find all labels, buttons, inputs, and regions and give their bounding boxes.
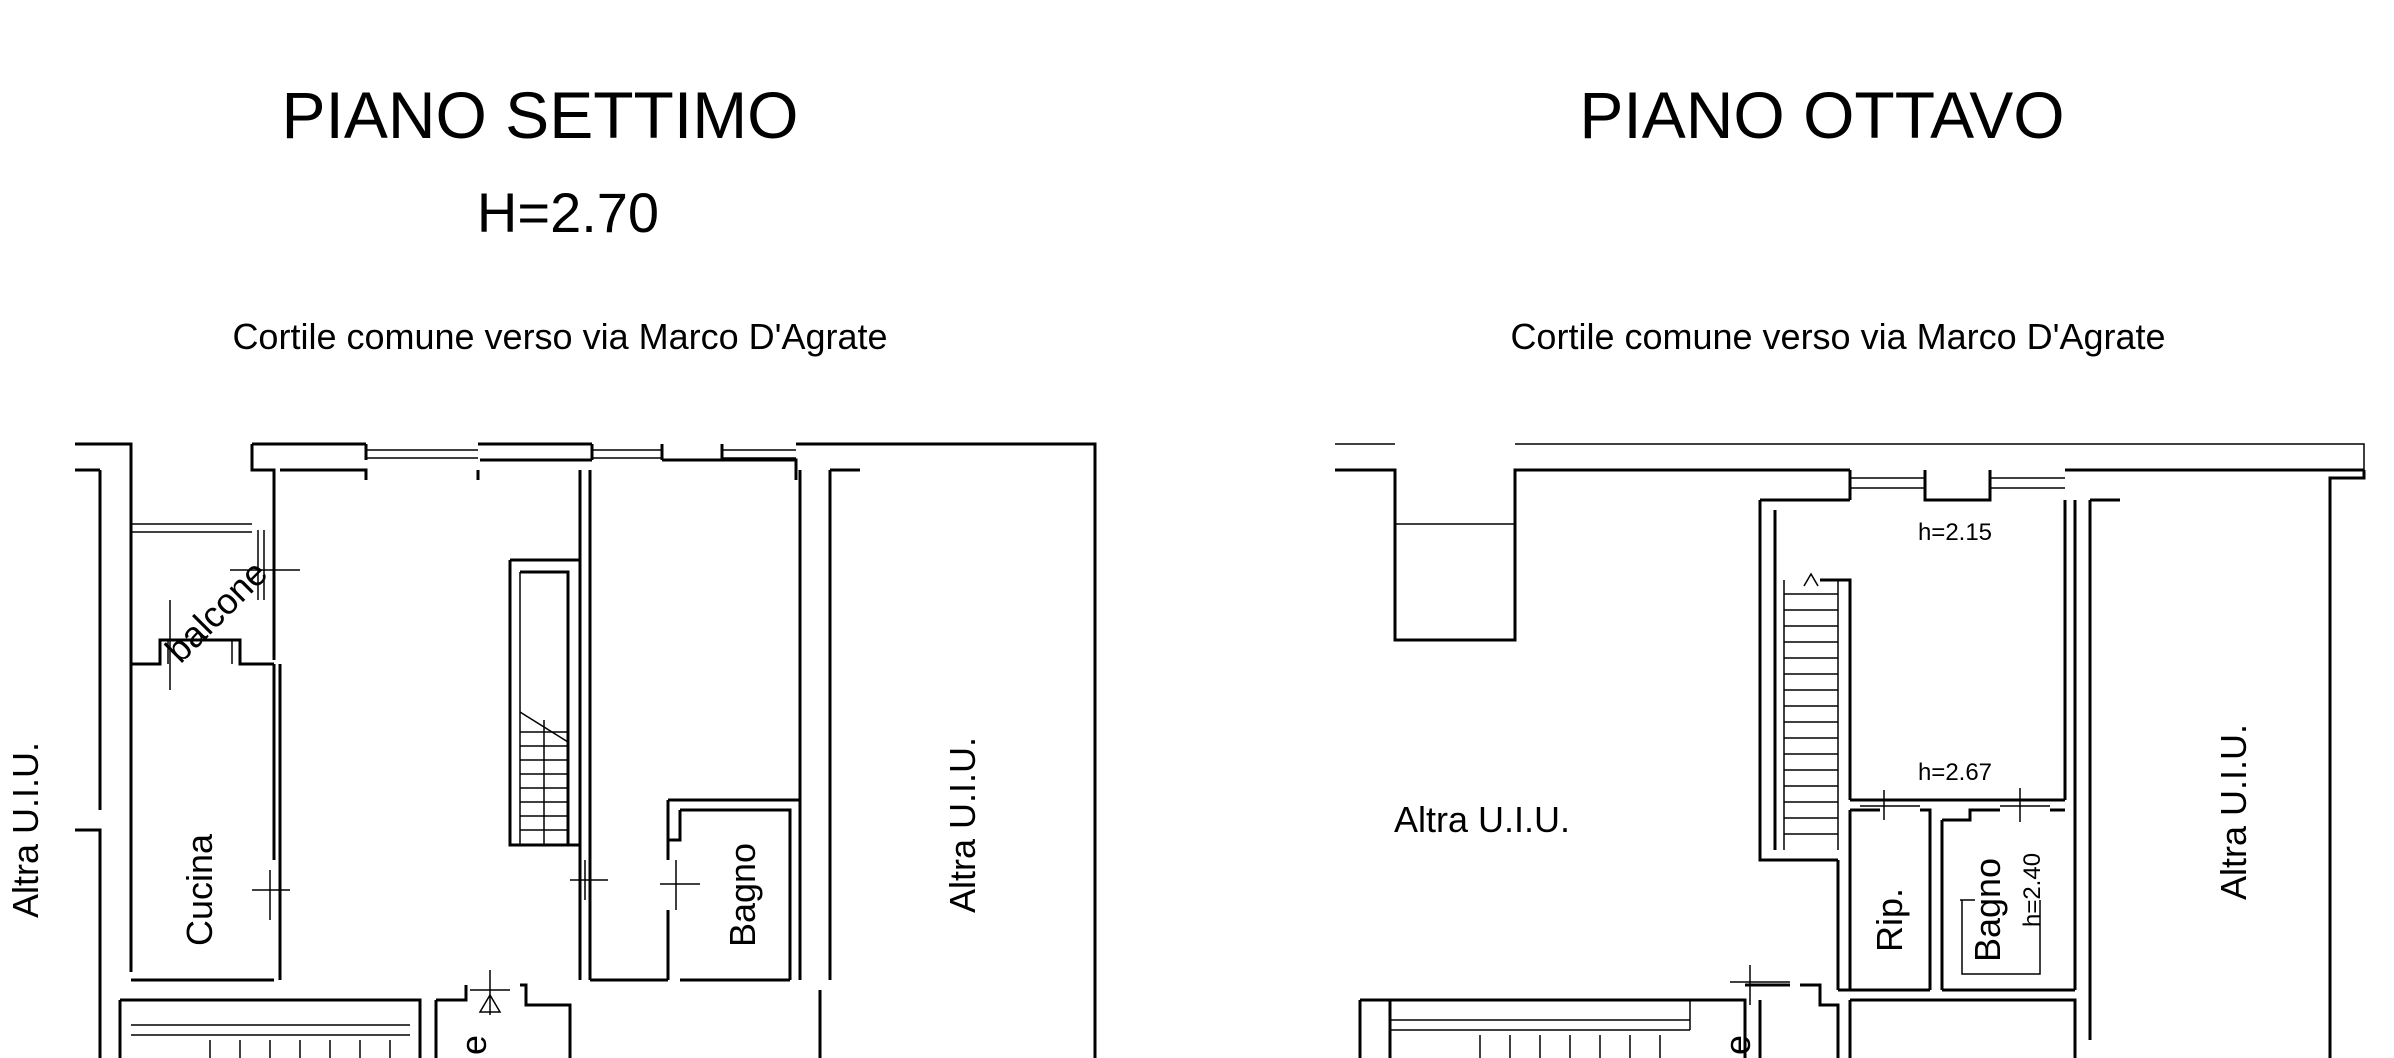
left-courtyard-label: Cortile comune verso via Marco D'Agrate bbox=[232, 316, 887, 357]
left-plan-height: H=2.70 bbox=[477, 181, 659, 244]
left-room-partial-label: e bbox=[453, 1035, 494, 1055]
left-room-cucina: Cucina bbox=[179, 833, 220, 946]
left-room-balcone: balcone bbox=[157, 552, 275, 670]
right-height-label-2: h=2.67 bbox=[1918, 759, 1992, 786]
right-room-bagno: Bagno bbox=[1967, 858, 2008, 962]
right-room-partial-label: e bbox=[1717, 1035, 1758, 1055]
left-stair-treads bbox=[519, 711, 569, 845]
right-plan: PIANO OTTAVO Cortile comune verso via Ma… bbox=[1335, 78, 2366, 1058]
left-plan: PIANO SETTIMO H=2.70 Cortile comune vers… bbox=[5, 78, 1097, 1058]
right-plan-title: PIANO OTTAVO bbox=[1579, 78, 2064, 152]
right-courtyard-label: Cortile comune verso via Marco D'Agrate bbox=[1510, 316, 2165, 357]
left-plan-title: PIANO SETTIMO bbox=[281, 78, 798, 152]
left-room-bagno: Bagno bbox=[722, 843, 763, 947]
left-room-altra-uiu-right: Altra U.I.U. bbox=[942, 737, 983, 913]
right-stair-treads bbox=[1784, 572, 1838, 835]
right-room-altra-uiu-left: Altra U.I.U. bbox=[1394, 799, 1570, 840]
left-room-altra-uiu-left: Altra U.I.U. bbox=[5, 742, 46, 918]
right-walls bbox=[1335, 443, 2366, 1058]
right-height-label-1: h=2.15 bbox=[1918, 519, 1992, 546]
right-height-label-3: h=2.40 bbox=[2019, 853, 2046, 927]
right-room-altra-uiu-right: Altra U.I.U. bbox=[2213, 724, 2254, 900]
right-room-rip: Rip. bbox=[1869, 888, 1910, 952]
left-walls bbox=[75, 442, 1097, 1058]
